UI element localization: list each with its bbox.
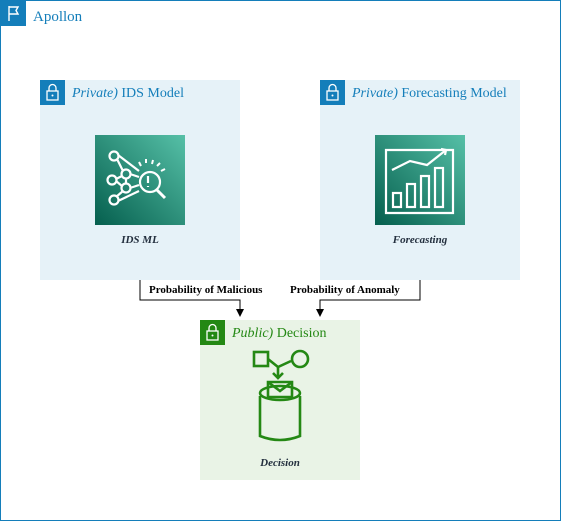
lock-icon — [40, 80, 65, 105]
growth-chart-icon — [384, 147, 455, 215]
group-title: Private) Forecasting Model — [352, 86, 507, 101]
group-title: Private) IDS Model — [72, 86, 184, 101]
node-label: Decision — [260, 457, 300, 469]
node-label: IDS ML — [121, 234, 159, 246]
flag-icon — [1, 1, 26, 26]
forecasting-node[interactable] — [375, 135, 465, 225]
ids-model-group: Private) IDS Model IDS ML — [40, 80, 240, 280]
node-label: Forecasting — [392, 234, 448, 246]
lock-icon — [200, 320, 225, 345]
edge-label-anomaly: Probability of Anomaly — [289, 284, 401, 296]
edge-ids-to-decision[interactable] — [139, 280, 244, 317]
group-title: Public) Decision — [232, 326, 327, 341]
decision-node[interactable] — [240, 348, 320, 443]
ids-ml-node[interactable] — [95, 135, 185, 225]
container-title: Apollon — [33, 9, 83, 25]
decision-group: Public) Decision Decision — [200, 320, 360, 480]
lock-icon — [320, 80, 345, 105]
edge-label-malicious: Probability of Malicious — [148, 284, 264, 296]
forecasting-model-group: Private) Forecasting Model Forecasting — [320, 80, 520, 280]
machine-learning-icon — [106, 150, 167, 206]
edge-forecast-to-decision[interactable] — [316, 280, 421, 317]
decision-database-icon — [252, 349, 310, 442]
